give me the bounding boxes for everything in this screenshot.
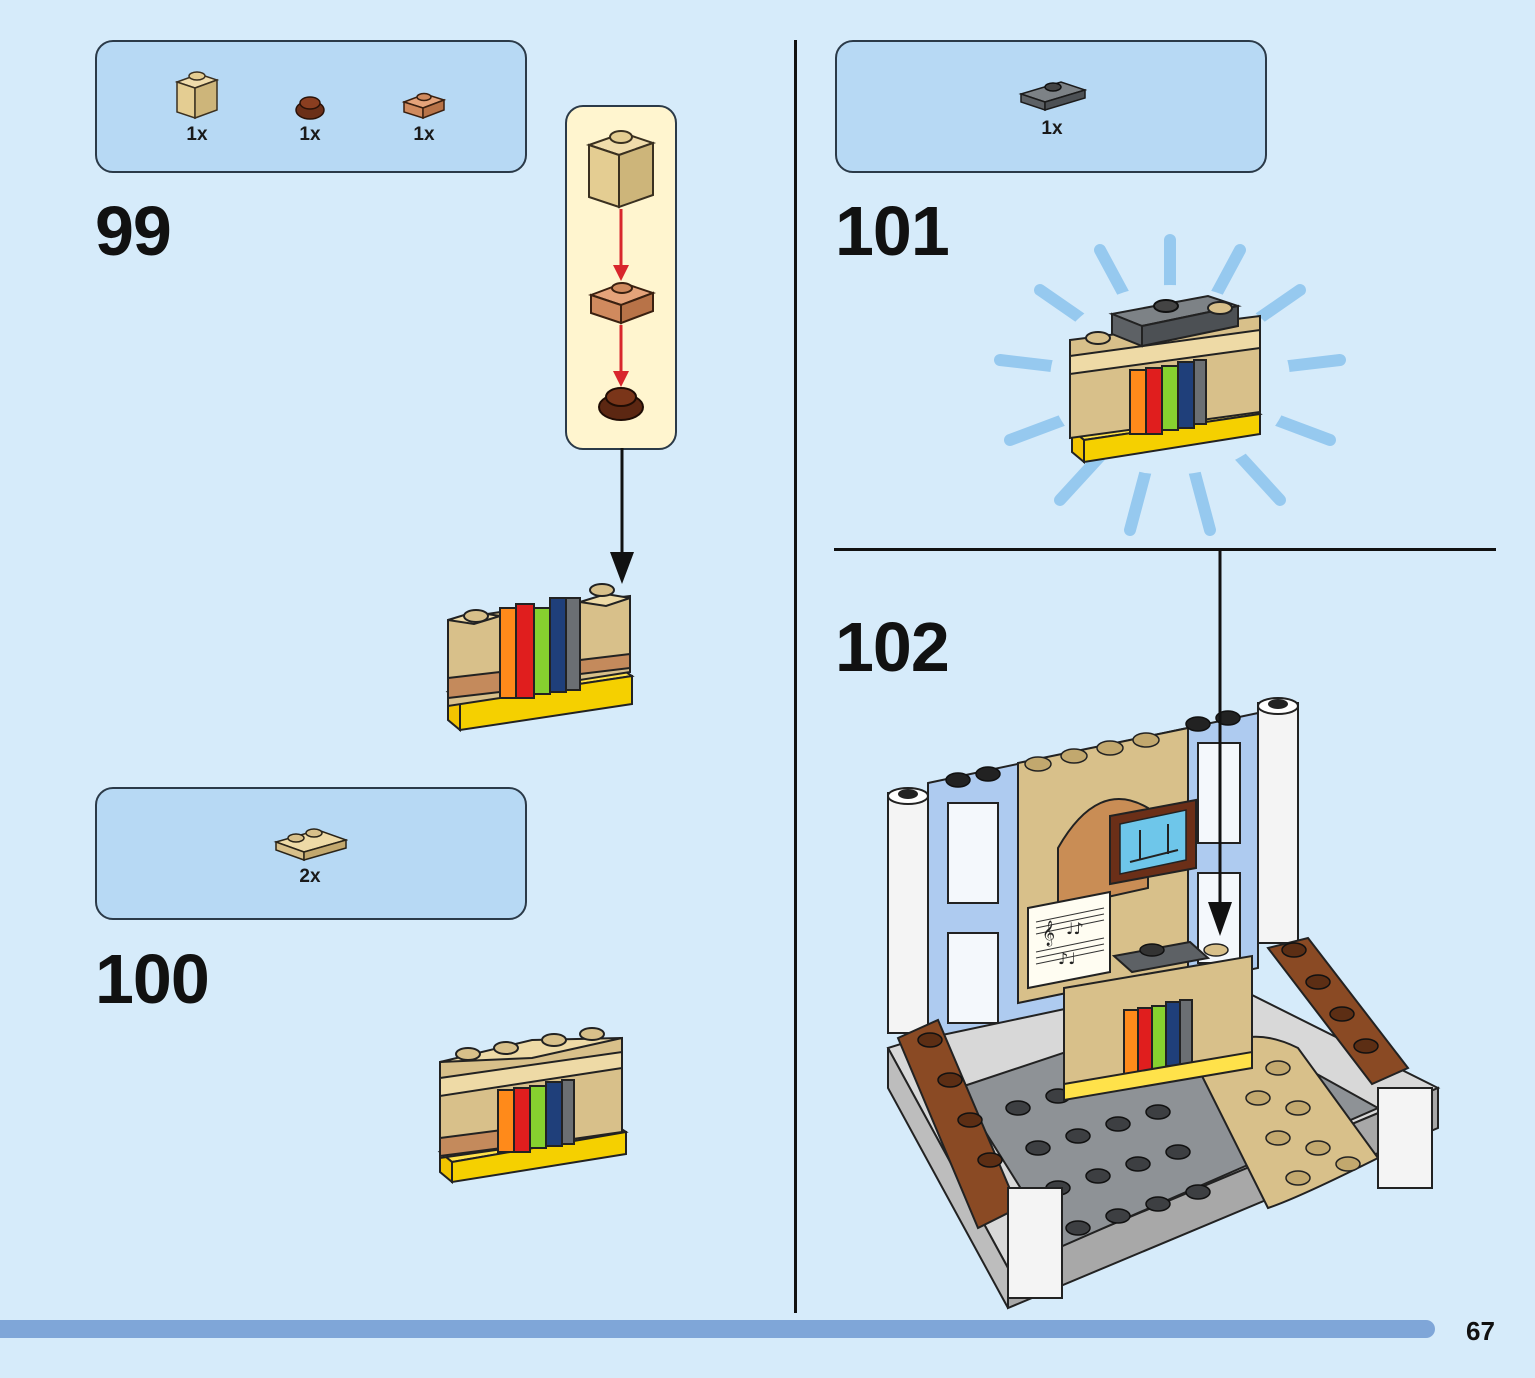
step-number-101: 101 <box>835 192 950 270</box>
tan-plate-1x2-rail-icon <box>273 828 348 862</box>
part-medium-nougat-plate: 1x <box>384 84 464 146</box>
step-number-102: 102 <box>835 608 950 686</box>
page-number: 67 <box>1466 1316 1495 1346</box>
part-dark-gray-jumper: 1x <box>1012 72 1092 140</box>
column-divider <box>794 40 797 1313</box>
part-quantity: 1x <box>413 124 435 145</box>
tan-brick-1x1-icon <box>174 71 220 120</box>
svg-text:𝄞: 𝄞 <box>1042 920 1055 946</box>
dark-gray-jumper-plate-icon <box>1018 81 1087 112</box>
bookshelf-model-step-100 <box>437 1027 629 1185</box>
medium-nougat-plate-1x1-icon <box>401 92 447 120</box>
sheet-music: 𝄞 ♩♪ ♪♩ <box>1027 890 1111 990</box>
svg-text:♩♪: ♩♪ <box>1066 919 1084 938</box>
reddish-brown-round-plate-icon <box>598 387 644 421</box>
bookshelf-model-step-99 <box>445 583 635 733</box>
room-model-step-102: 𝄞 ♩♪ ♪♩ <box>886 548 1441 1310</box>
bookshelf-model-step-101 <box>994 234 1346 536</box>
part-quantity: 1x <box>1041 118 1063 139</box>
svg-text:♪♩: ♪♩ <box>1058 949 1076 968</box>
step-divider <box>834 548 1496 551</box>
step-number-100: 100 <box>95 940 210 1018</box>
part-quantity: 1x <box>299 124 321 145</box>
assembly-arrow <box>610 448 634 584</box>
bridge-picture <box>1109 798 1197 886</box>
part-quantity: 2x <box>299 866 321 887</box>
tan-brick-1x1-icon <box>585 130 657 209</box>
step-number-99: 99 <box>95 192 172 270</box>
medium-nougat-plate-1x1-icon <box>588 281 656 325</box>
part-tan-brick: 1x <box>157 66 237 146</box>
part-tan-plate-rail: 2x <box>270 818 350 888</box>
part-reddish-brown-round-plate: 1x <box>270 90 350 146</box>
sub-assembly-diagram <box>585 130 657 421</box>
part-quantity: 1x <box>186 124 208 145</box>
progress-bar <box>0 1320 1435 1338</box>
reddish-brown-round-plate-icon <box>295 96 325 120</box>
